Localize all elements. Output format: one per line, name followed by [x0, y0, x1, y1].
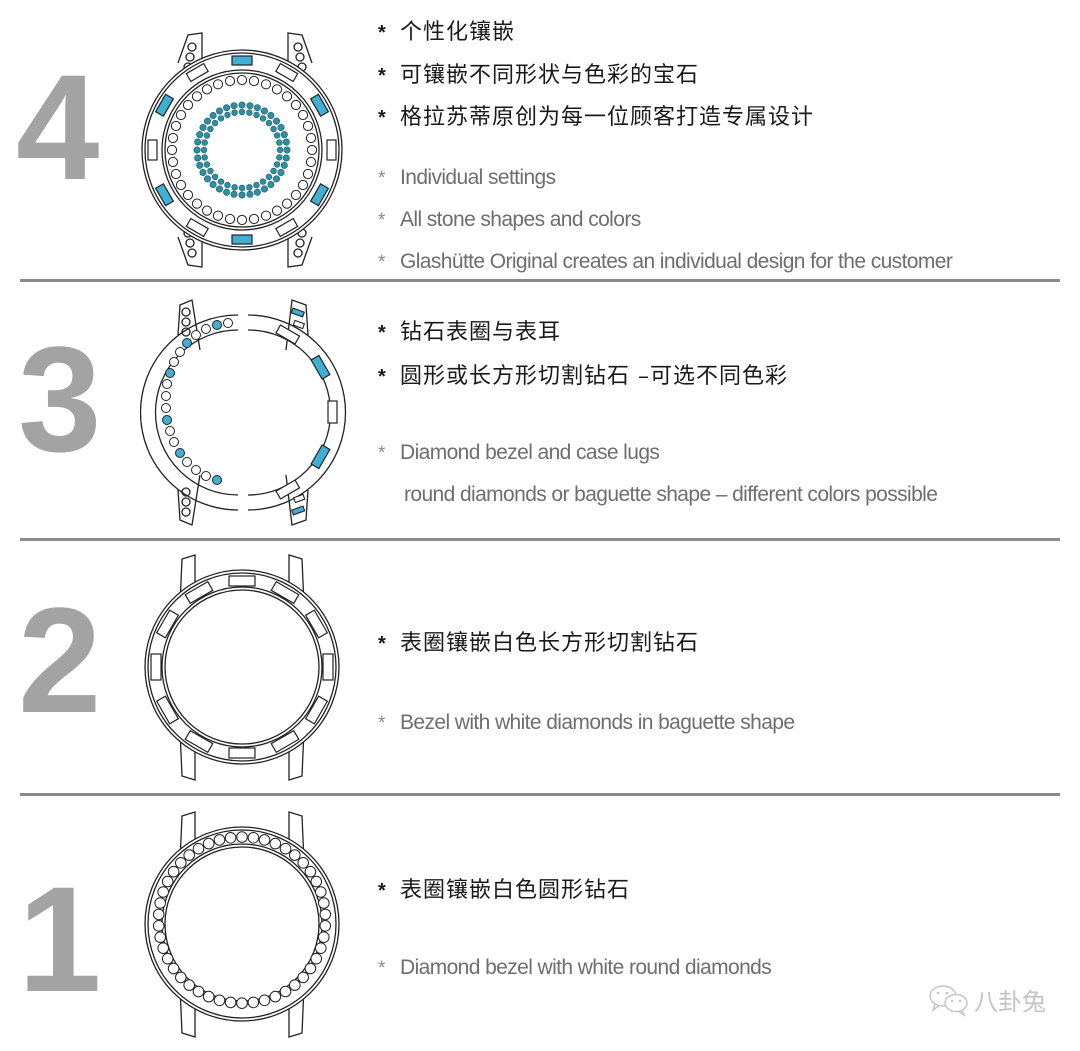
zh-line-3-2: * 圆形或长方形切割钻石 –可选不同色彩 — [378, 358, 788, 390]
level-numeral-3: 3 — [18, 315, 102, 483]
bullet: * — [378, 210, 385, 231]
zh-text: 个性化镶嵌 — [400, 20, 516, 45]
zh-line-4-1: * 个性化镶嵌 — [378, 14, 515, 46]
en-line-4-3: * Glashütte Original creates an individua… — [378, 250, 953, 274]
zh-text: 可镶嵌不同形状与色彩的宝石 — [400, 63, 700, 88]
watch-illustration-individual — [141, 32, 343, 268]
en-text: Glashütte Original creates an individual… — [400, 250, 953, 273]
zh-text: 格拉苏蒂原创为每一位顾客打造专属设计 — [400, 105, 815, 130]
en-line-2-1: * Bezel with white diamonds in baguette s… — [378, 711, 795, 735]
en-line-3-2: round diamonds or baguette shape – diffe… — [404, 483, 938, 507]
en-text: Diamond bezel and case lugs — [400, 441, 660, 464]
zh-line-4-3: * 格拉苏蒂原创为每一位顾客打造专属设计 — [378, 99, 814, 131]
bullet: * — [378, 22, 387, 44]
bullet: * — [378, 633, 387, 655]
zh-text: 圆形或长方形切割钻石 –可选不同色彩 — [400, 364, 788, 389]
bullet: * — [378, 366, 387, 388]
bullet: * — [378, 713, 385, 734]
zh-line-1-1: * 表圈镶嵌白色圆形钻石 — [378, 872, 630, 904]
watch-illustration-bezel-lugs — [140, 299, 347, 526]
zh-text: 表圈镶嵌白色长方形切割钻石 — [400, 631, 700, 656]
bullet: * — [378, 107, 387, 129]
zh-line-4-2: * 可镶嵌不同形状与色彩的宝石 — [378, 57, 699, 89]
section-level-1: 1 * 表圈镶嵌白色圆形钻石 * Diamond bezel with white … — [0, 796, 1080, 1051]
zh-text: 钻石表圈与表耳 — [400, 320, 562, 345]
en-text: All stone shapes and colors — [400, 208, 641, 231]
bullet: * — [378, 168, 385, 189]
bullet: * — [378, 252, 385, 273]
level-numeral-4: 4 — [16, 43, 100, 211]
level-numeral-1: 1 — [18, 855, 102, 1023]
bullet: * — [378, 443, 385, 464]
bullet: * — [378, 958, 385, 979]
bullet: * — [378, 880, 387, 902]
zh-line-2-1: * 表圈镶嵌白色长方形切割钻石 — [378, 625, 699, 657]
watch-illustration-baguette-bezel — [144, 554, 340, 781]
section-divider — [20, 538, 1060, 541]
level-numeral-2: 2 — [18, 576, 102, 744]
section-level-2: 2 *表圈镶嵌白色长方形切割钻石 *Bezel with — [0, 541, 1080, 793]
en-text: round diamonds or baguette shape – diffe… — [404, 483, 938, 506]
section-divider — [20, 279, 1060, 282]
section-divider — [20, 793, 1060, 796]
watermark-text: 八卦兔 — [974, 988, 1046, 1016]
en-line-3-1: * Diamond bezel and case lugs — [378, 441, 660, 465]
watch-illustration-round-bezel — [144, 811, 340, 1038]
zh-text: 表圈镶嵌白色圆形钻石 — [400, 878, 631, 903]
section-level-3: 3 — [0, 282, 1080, 538]
en-line-1-1: * Diamond bezel with white round diamonds — [378, 956, 772, 980]
en-line-4-2: * All stone shapes and colors — [378, 208, 641, 232]
en-text: Diamond bezel with white round diamonds — [400, 956, 772, 979]
en-text: Individual settings — [400, 166, 556, 189]
bullet: * — [378, 65, 387, 87]
watermark: 八卦兔 — [928, 982, 1046, 1017]
wechat-icon — [929, 984, 968, 1017]
zh-line-3-1: * 钻石表圈与表耳 — [378, 314, 561, 346]
en-line-4-1: * Individual settings — [378, 166, 556, 190]
en-text: Bezel with white diamonds in baguette sh… — [400, 711, 795, 734]
section-level-4: 4 — [0, 0, 1080, 280]
bullet: * — [378, 322, 387, 344]
